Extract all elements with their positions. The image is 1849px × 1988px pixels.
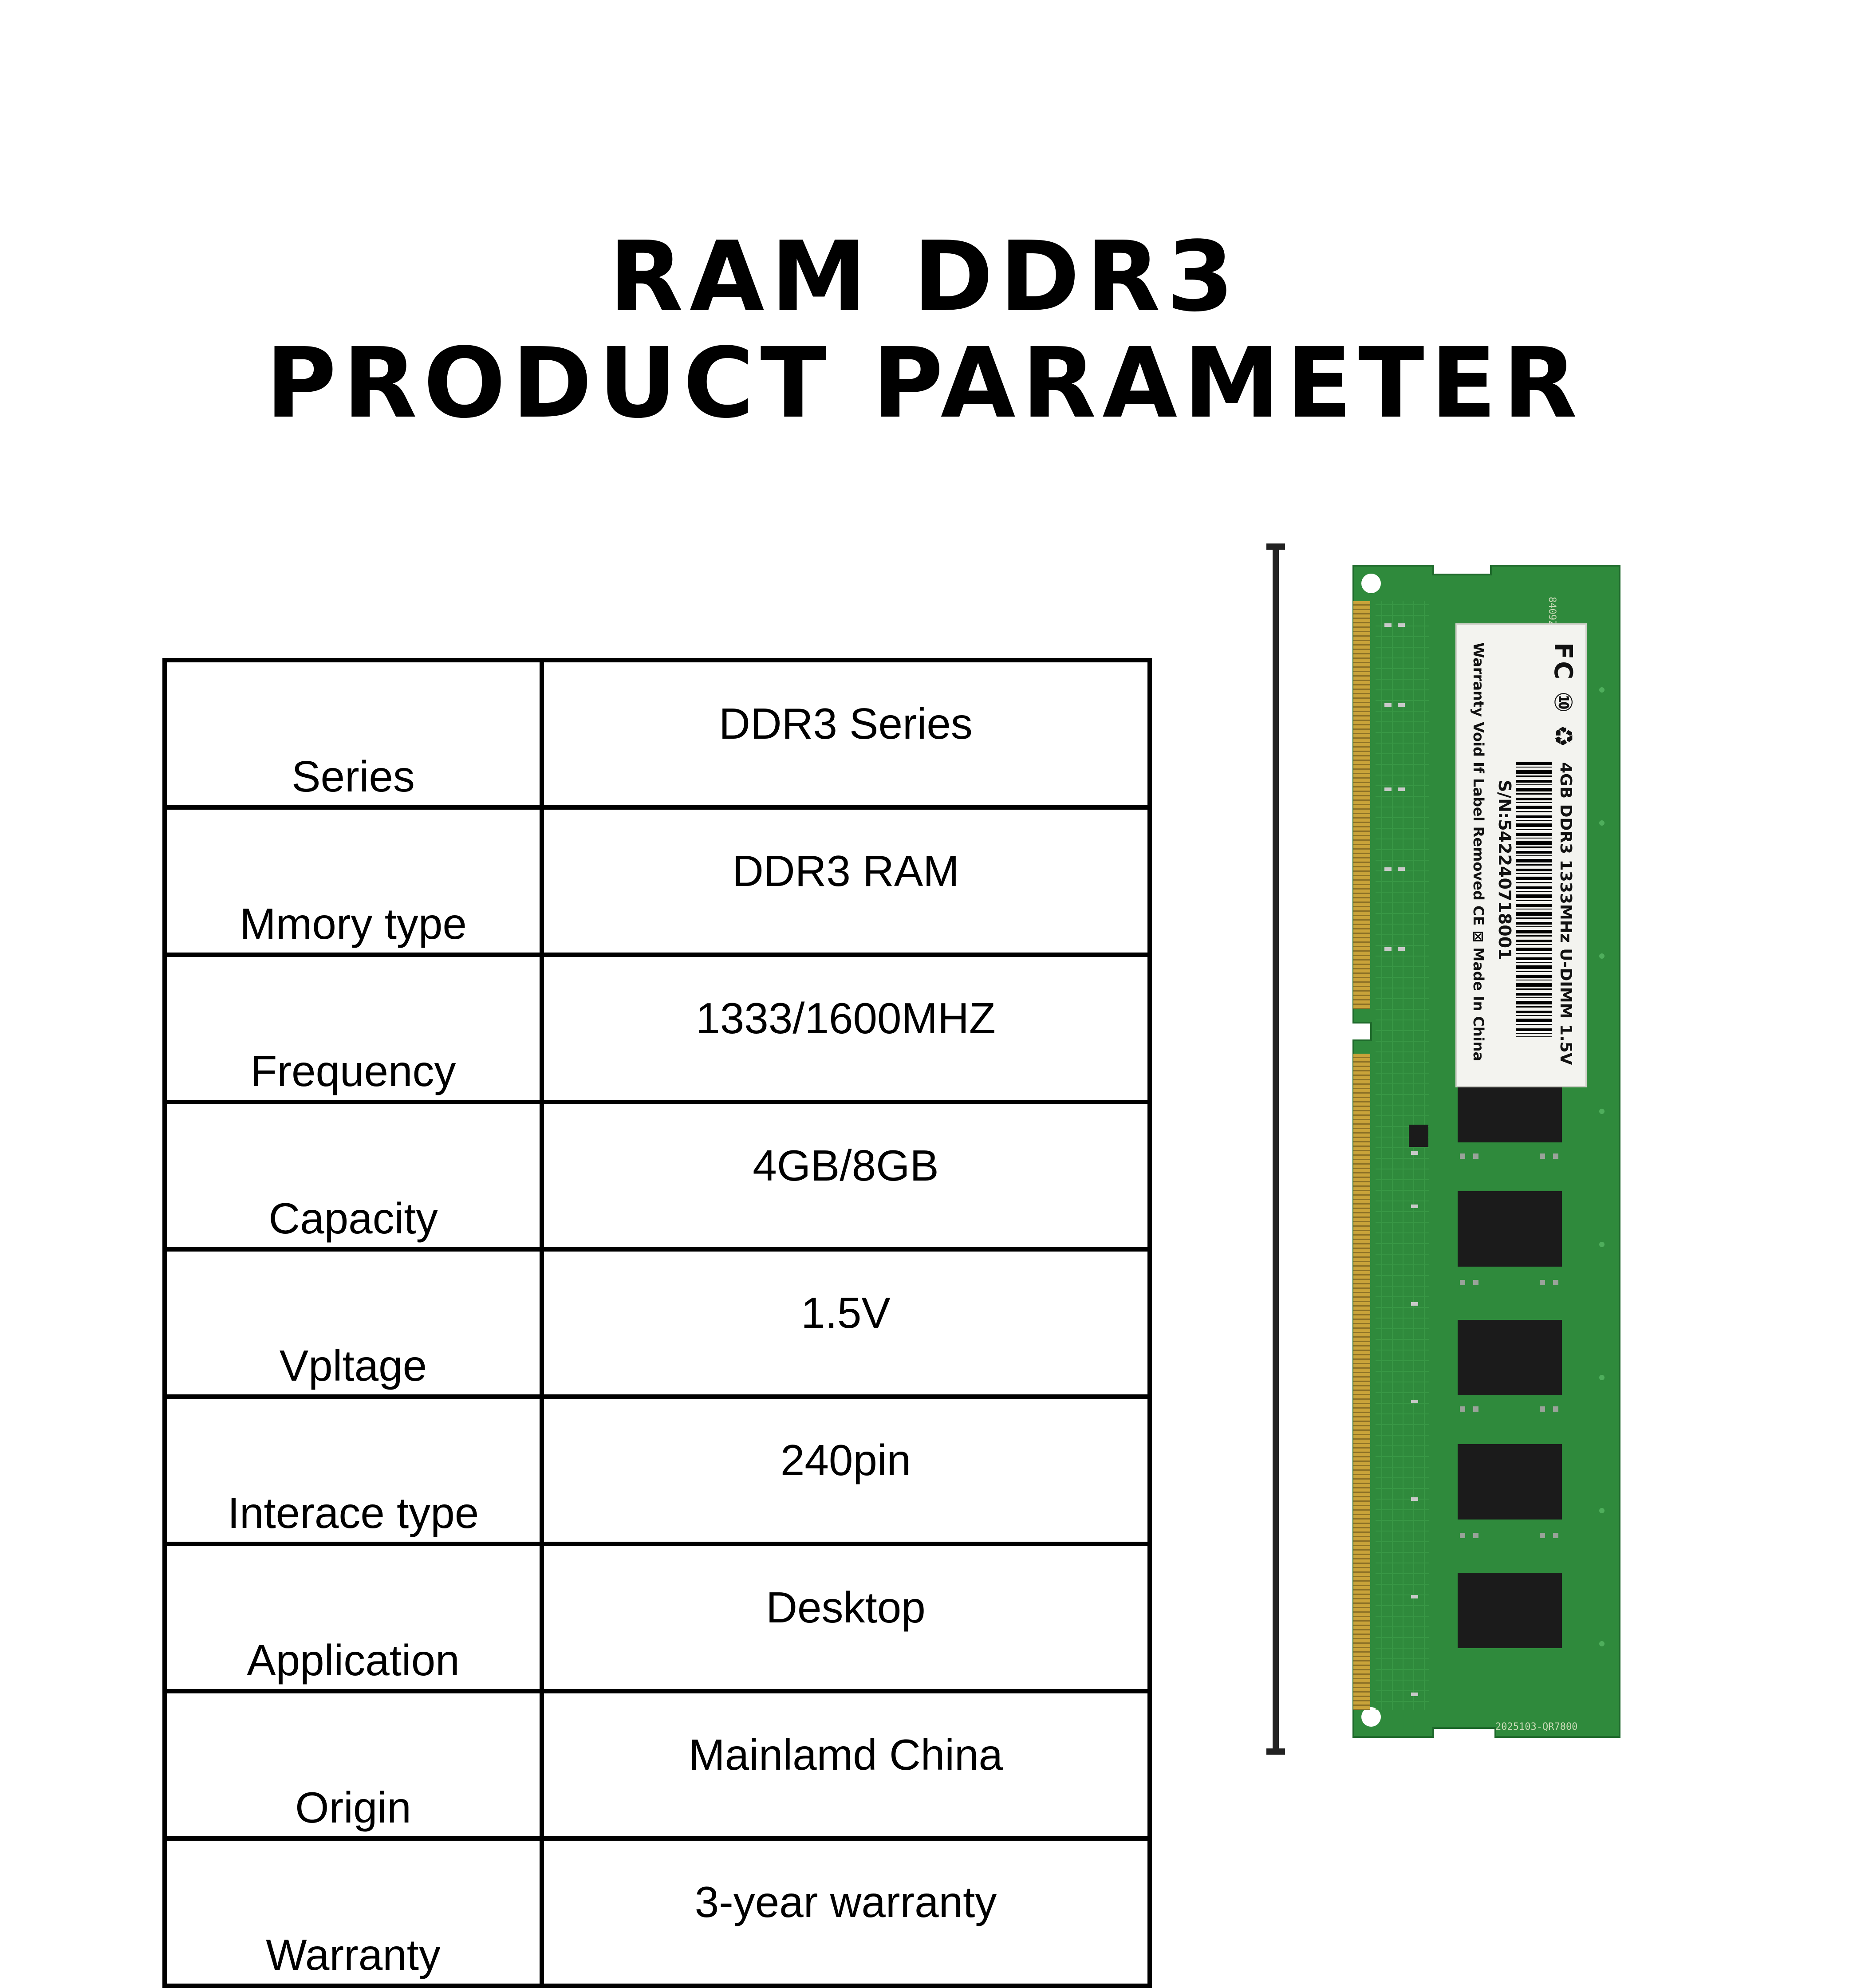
table-row: Warranty 3-year warranty xyxy=(162,1836,1152,1988)
product-label-sticker: FC ⑩ ♻ 4GB DDR3 1333MHz U-DIMM 1.5V S/N:… xyxy=(1455,623,1587,1087)
param-label: Frequency xyxy=(162,953,544,1104)
vias xyxy=(1599,687,1605,1646)
table-row: Capacity 4GB/8GB xyxy=(162,1100,1152,1252)
memory-chip xyxy=(1458,1320,1562,1395)
sticker-spec: 4GB DDR3 1333MHz U-DIMM 1.5V xyxy=(1557,762,1575,1065)
pcb-traces xyxy=(1376,601,1429,1710)
dimension-line xyxy=(1266,543,1285,1755)
memory-chip xyxy=(1458,1444,1562,1520)
table-row: Mmory type DDR3 RAM xyxy=(162,805,1152,957)
table-row: Series DDR3 Series xyxy=(162,658,1152,810)
table-row: Interace type 240pin xyxy=(162,1394,1152,1546)
param-label: Capacity xyxy=(162,1100,544,1252)
title-line-1: RAM DDR3 xyxy=(609,221,1240,333)
barcode xyxy=(1516,762,1552,1037)
param-label: Series xyxy=(162,658,544,810)
param-label: Origin xyxy=(162,1689,544,1841)
table-row: Frequency 1333/1600MHZ xyxy=(162,953,1152,1104)
table-row: Application Desktop xyxy=(162,1542,1152,1693)
param-label: Warranty xyxy=(162,1836,544,1988)
param-value: 3-year warranty xyxy=(540,1836,1152,1988)
param-value: Mainlamd China xyxy=(540,1689,1152,1841)
certification-logos: FC ⑩ ♻ xyxy=(1549,642,1577,749)
spd-chip xyxy=(1409,1125,1428,1147)
memory-chip xyxy=(1458,1191,1562,1267)
param-label: Application xyxy=(162,1542,544,1693)
pcb-code-bottom: 2025103-QR7800 xyxy=(1495,1721,1578,1732)
ram-module-image: 8409ZVG 2025103-QR7800 FC ⑩ ♻ 4GB DDR3 1… xyxy=(1344,557,1628,1746)
param-label: Vpltage xyxy=(162,1247,544,1399)
sticker-serial: S/N:542240718001 xyxy=(1495,780,1514,960)
gold-contacts-lower xyxy=(1353,1054,1370,1710)
param-value: DDR3 Series xyxy=(540,658,1152,810)
title-line-2: PRODUCT PARAMETER xyxy=(265,327,1584,440)
mounting-hole xyxy=(1361,574,1381,593)
table-row: Origin Mainlamd China xyxy=(162,1689,1152,1841)
smd-components xyxy=(1384,623,1418,1696)
chip-pads xyxy=(1460,1153,1558,1538)
param-value: 240pin xyxy=(540,1394,1152,1546)
param-value: 1333/1600MHZ xyxy=(540,953,1152,1104)
sticker-warranty: Warranty Void If Label Removed CE ⊠ Made… xyxy=(1470,642,1487,1062)
param-label: Interace type xyxy=(162,1394,544,1546)
param-value: DDR3 RAM xyxy=(540,805,1152,957)
param-label: Mmory type xyxy=(162,805,544,957)
param-value: 1.5V xyxy=(540,1247,1152,1399)
param-value: Desktop xyxy=(540,1542,1152,1693)
mounting-hole xyxy=(1361,1707,1381,1727)
parameter-table: Series DDR3 Series Mmory type DDR3 RAM F… xyxy=(162,658,1152,1988)
sticker-content: FC ⑩ ♻ 4GB DDR3 1333MHz U-DIMM 1.5V S/N:… xyxy=(1461,634,1581,1077)
table-row: Vpltage 1.5V xyxy=(162,1247,1152,1399)
page-title: RAM DDR3 PRODUCT PARAMETER xyxy=(0,224,1849,437)
gold-contacts-upper xyxy=(1353,601,1370,1009)
memory-chip xyxy=(1458,1573,1562,1648)
param-value: 4GB/8GB xyxy=(540,1100,1152,1252)
